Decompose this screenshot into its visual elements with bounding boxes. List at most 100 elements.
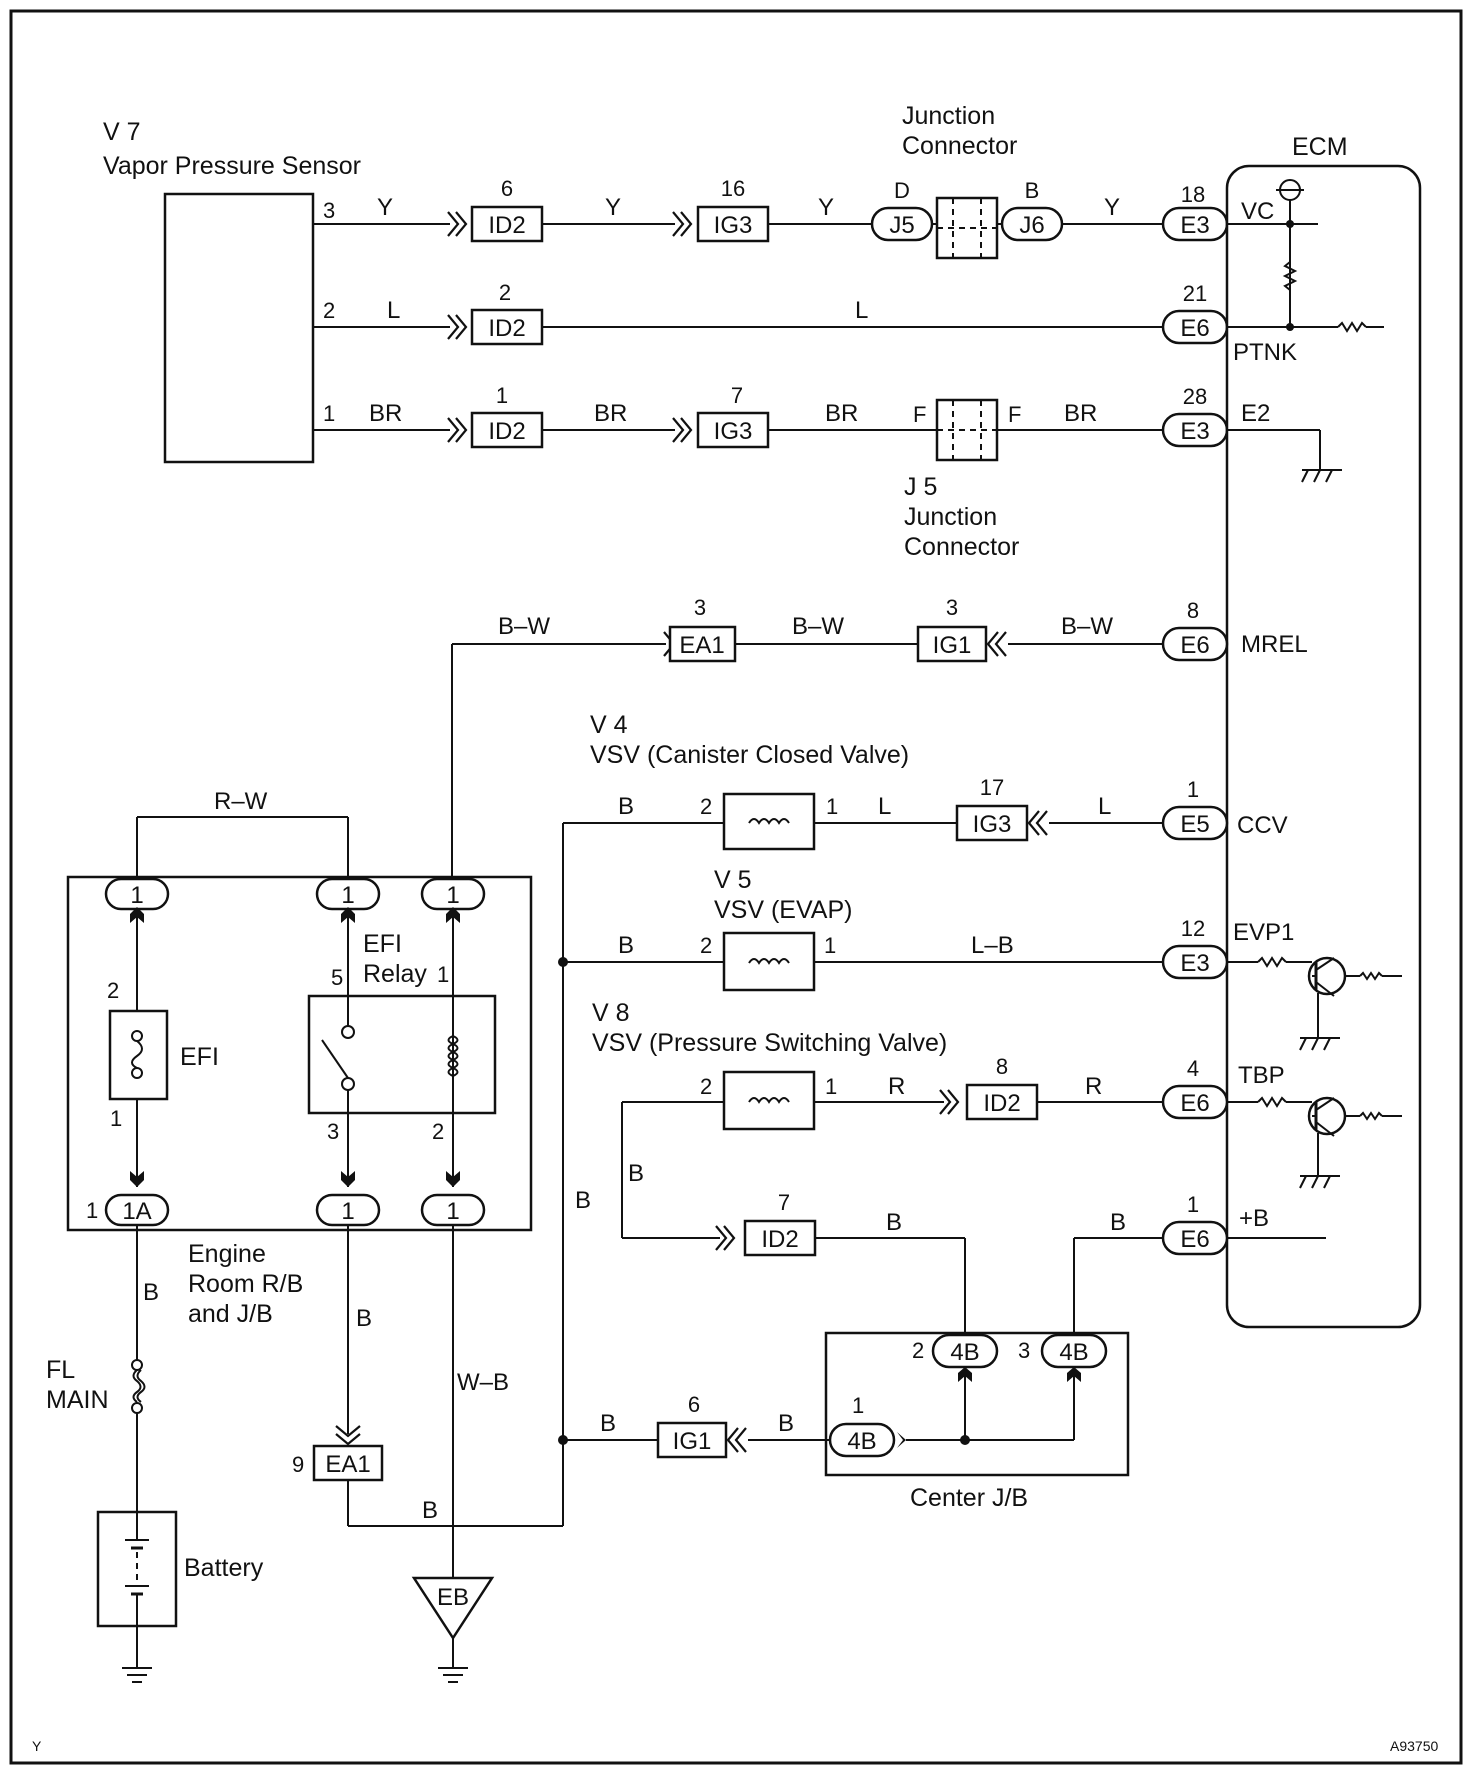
id2-connector-3	[470, 411, 544, 449]
erb-conn-1-b-label: 1	[341, 882, 354, 909]
wire-wb: W–B	[457, 1369, 509, 1396]
e3-label-2: E3	[1180, 418, 1209, 445]
ground-eb-symbol	[411, 1576, 495, 1641]
wire-l-v4-1: L	[878, 793, 891, 820]
wire-l-2: L	[855, 297, 868, 324]
footer-right-code: A93750	[1390, 1738, 1438, 1754]
j5-name-2: Connector	[904, 533, 1019, 561]
efi-relay-name-2: Relay	[363, 960, 427, 988]
ig1-pin-6: 6	[688, 1392, 700, 1417]
junction-connector-top-name-1: Junction	[902, 102, 995, 130]
ea1-label-1: EA1	[679, 632, 724, 659]
cjb-4b-label-c: 4B	[847, 1428, 876, 1455]
ecm-e6-connector-4	[1161, 1220, 1229, 1256]
v8-name: VSV (Pressure Switching Valve)	[592, 1029, 947, 1057]
e6-label-4: E6	[1180, 1226, 1209, 1253]
id2-connector-4	[965, 1083, 1039, 1121]
wire-b-v8: B	[628, 1160, 644, 1187]
relay-pin-5: 5	[331, 965, 343, 990]
vapor-pressure-sensor-box	[163, 192, 315, 464]
v7-pin-3: 3	[323, 198, 335, 223]
wire-r-1: R	[888, 1073, 905, 1100]
wire-y-2: Y	[605, 194, 621, 221]
ig3-pin-7: 7	[731, 383, 743, 408]
wire-b-ea1: B	[356, 1305, 372, 1332]
ecm-e6-connector-3	[1161, 1084, 1229, 1120]
cjb-pin-1: 1	[852, 1393, 864, 1418]
ig1-connector-1	[916, 625, 988, 663]
engine-room-name-2: Room R/B	[188, 1270, 303, 1298]
ecm-e3-connector-3	[1161, 944, 1229, 980]
fl-main-name-2: MAIN	[46, 1386, 109, 1414]
id2-pin-1: 1	[496, 383, 508, 408]
ig3-pin-16: 16	[721, 176, 745, 201]
id2-label-1: ID2	[488, 212, 525, 239]
ecm-label: ECM	[1292, 133, 1348, 161]
v8-pin-2: 2	[700, 1074, 712, 1099]
v7-pin-2: 2	[323, 298, 335, 323]
id2-connector-1	[470, 205, 544, 243]
e3-pin-12: 12	[1181, 916, 1205, 941]
wire-b-fl: B	[143, 1279, 159, 1306]
e3-label-3: E3	[1180, 950, 1209, 977]
j5-id: J 5	[904, 473, 937, 501]
wire-l-1: L	[387, 297, 400, 324]
v5-pin-2: 2	[700, 933, 712, 958]
id2-pin-7: 7	[778, 1190, 790, 1215]
wire-b-ig1-left: B	[600, 1410, 616, 1437]
ig3-label-2: IG3	[714, 418, 753, 445]
fl-main-name-1: FL	[46, 1356, 75, 1384]
relay-pin-3: 3	[327, 1119, 339, 1144]
ig3-connector-3	[955, 804, 1029, 842]
e6-pin-4: 4	[1187, 1056, 1199, 1081]
wire-bw-2: B–W	[792, 613, 844, 640]
j5-label: J5	[889, 212, 914, 239]
e5-label: E5	[1180, 811, 1209, 838]
ig3-label-1: IG3	[714, 212, 753, 239]
ecm-box	[1225, 164, 1422, 1329]
ig3-label-3: IG3	[973, 811, 1012, 838]
wire-b-bottom: B	[422, 1497, 438, 1524]
wire-l-v4-2: L	[1098, 793, 1111, 820]
j6-label: J6	[1019, 212, 1044, 239]
efi-relay-name-1: EFI	[363, 930, 402, 958]
e6-label-3: E6	[1180, 1090, 1209, 1117]
ig3-pin-17: 17	[980, 775, 1004, 800]
center-jb-label: Center J/B	[910, 1484, 1028, 1512]
j5-pin-f-right: F	[1008, 402, 1021, 427]
e3-label-1: E3	[1180, 212, 1209, 239]
efi-fuse-pin-2: 2	[107, 978, 119, 1003]
id2-pin-8: 8	[996, 1054, 1008, 1079]
v5-name: VSV (EVAP)	[714, 896, 852, 924]
cjb-pin-2: 2	[912, 1338, 924, 1363]
ground-eb-label: EB	[437, 1584, 469, 1611]
wire-bw-1: B–W	[498, 613, 550, 640]
ecm-e6-connector-2	[1161, 626, 1229, 662]
ea1-pin-3: 3	[694, 595, 706, 620]
ecm-terminal-plus-b: +B	[1239, 1205, 1269, 1232]
ecm-terminal-ptnk: PTNK	[1233, 339, 1297, 366]
j5-pin-f-left: F	[913, 402, 926, 427]
ig1-pin-3: 3	[946, 595, 958, 620]
ig1-label-1: IG1	[933, 632, 972, 659]
wire-y-3: Y	[818, 194, 834, 221]
wire-b-plus-b: B	[1110, 1209, 1126, 1236]
v8-pin-1: 1	[825, 1074, 837, 1099]
wire-b-v4: B	[618, 793, 634, 820]
page-border	[9, 9, 1463, 1765]
e3-pin-28: 28	[1183, 384, 1207, 409]
erb-conn-1a-label: 1A	[122, 1198, 151, 1225]
wire-r-2: R	[1085, 1073, 1102, 1100]
ig1-label-2: IG1	[673, 1428, 712, 1455]
ecm-terminal-tbp: TBP	[1238, 1062, 1285, 1089]
id2-pin-2: 2	[499, 280, 511, 305]
junction-connector-top-name-2: Connector	[902, 132, 1017, 160]
junction-connector-top	[935, 196, 999, 260]
j5-pin-d: D	[894, 178, 910, 203]
e6-pin-1: 1	[1187, 1192, 1199, 1217]
ecm-terminal-e2: E2	[1241, 400, 1270, 427]
wire-br-4: BR	[1064, 400, 1097, 427]
e3-pin-18: 18	[1181, 182, 1205, 207]
e6-label-1: E6	[1180, 315, 1209, 342]
cjb-4b-label-b: 4B	[1059, 1339, 1088, 1366]
